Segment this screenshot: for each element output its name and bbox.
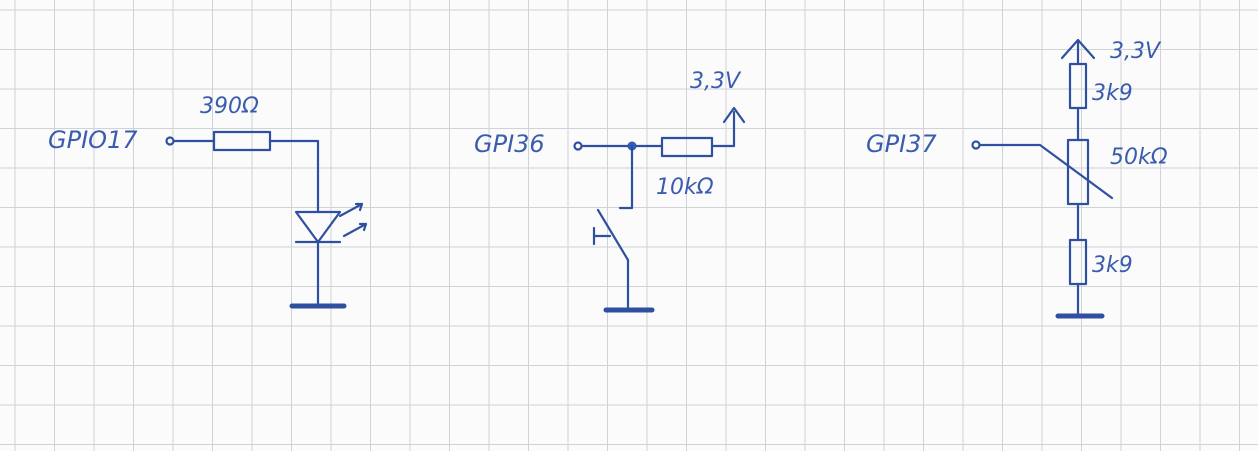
resistor-bottom-label: 3k9 <box>1092 253 1133 278</box>
pot-circuit: 3,3V 3k9 50kΩ GPI37 3k9 <box>866 38 1168 319</box>
supply-arrow-icon <box>722 106 746 124</box>
gpi36-pin-dot <box>573 141 583 151</box>
supply-arrow-icon <box>1060 38 1096 60</box>
switch-top-wire <box>618 144 634 210</box>
pullup-wire <box>710 110 736 148</box>
led-icon <box>294 210 342 244</box>
supply-label-button: 3,3V <box>690 69 742 94</box>
button-circuit: GPI36 10kΩ 3,3V <box>474 69 746 313</box>
pushbutton-icon <box>596 208 630 262</box>
gpi37-pin-dot <box>971 140 981 150</box>
resistor-top-label: 3k9 <box>1092 81 1133 106</box>
gpi36-label: GPI36 <box>474 130 545 158</box>
resistor-390-label: 390Ω <box>200 94 259 119</box>
supply-label-pot: 3,3V <box>1110 39 1162 64</box>
led-feed-wire <box>268 139 320 214</box>
pot-label: 50kΩ <box>1110 145 1168 170</box>
gpio17-pin-dot <box>165 136 175 146</box>
led-circuit: GPIO17 390Ω <box>48 94 368 309</box>
pushbutton-actuator-icon <box>592 226 612 246</box>
resistor-10k-label: 10kΩ <box>656 175 714 200</box>
light-emission-arrows-icon <box>338 202 368 238</box>
resistor-top-3k9 <box>1068 62 1088 110</box>
wiper-wire <box>978 143 1114 200</box>
gpio17-label: GPIO17 <box>48 126 138 154</box>
gpi37-label: GPI37 <box>866 130 937 158</box>
resistor-390 <box>212 130 272 152</box>
